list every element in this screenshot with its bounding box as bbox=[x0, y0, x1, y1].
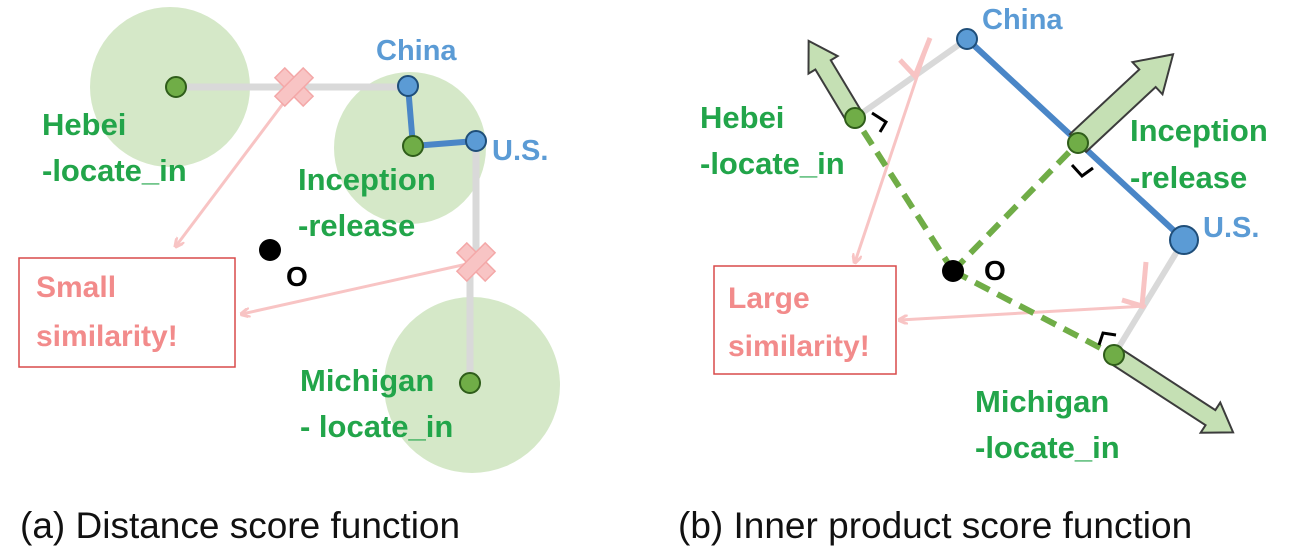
michigan-label-line2: -locate_in bbox=[975, 430, 1120, 465]
inception-node bbox=[402, 135, 424, 157]
origin-michigan-dashed bbox=[951, 268, 1116, 358]
inception-label-line2: -release bbox=[298, 208, 415, 243]
china-label: China bbox=[376, 35, 457, 67]
china-label: China bbox=[982, 4, 1063, 36]
origin-label: O bbox=[984, 255, 1006, 286]
michigan-label-line1: Michigan bbox=[975, 384, 1109, 419]
china-node bbox=[397, 75, 419, 97]
us-label: U.S. bbox=[492, 135, 548, 167]
hebei-china-link bbox=[853, 36, 969, 121]
inception-label-line1: Inception bbox=[1130, 113, 1268, 148]
hebei-label-line2: -locate_in bbox=[42, 153, 187, 188]
hebei-label-line1: Hebei bbox=[700, 100, 784, 135]
right-angle-mark bbox=[871, 111, 889, 133]
hebei-label-line2: -locate_in bbox=[700, 146, 845, 181]
small-similarity-box bbox=[18, 257, 236, 368]
origin-label: O bbox=[286, 261, 308, 292]
small-similarity-text-line1: Small bbox=[36, 271, 116, 304]
caption-b: (b) Inner product score function bbox=[678, 505, 1192, 546]
large-similarity-text-line2: similarity! bbox=[728, 330, 870, 363]
panel-b: China U.S. Hebei -locate_in Inception -r… bbox=[678, 4, 1268, 546]
hebei-label-line1: Hebei bbox=[42, 107, 126, 142]
inception-relation-arrow-icon bbox=[1068, 53, 1175, 154]
large-similarity-box bbox=[713, 265, 897, 375]
origin-inception-dashed bbox=[950, 140, 1081, 274]
projection-check-mark bbox=[1121, 261, 1149, 310]
origin-hebei-dashed bbox=[852, 116, 956, 273]
projection-check-mark bbox=[898, 37, 933, 81]
inception-node bbox=[1067, 132, 1089, 154]
hebei-node bbox=[844, 107, 866, 129]
us-michigan-link bbox=[1111, 238, 1187, 357]
us-node bbox=[1169, 225, 1199, 255]
cross-mark-icon bbox=[273, 66, 315, 108]
us-label: U.S. bbox=[1203, 212, 1259, 244]
us-node bbox=[465, 130, 487, 152]
small-similarity-text-line2: similarity! bbox=[36, 320, 178, 353]
michigan-label-line2: - locate_in bbox=[300, 409, 453, 444]
right-angle-mark bbox=[1097, 331, 1117, 346]
projection-to-box-arrow-2 bbox=[900, 304, 1147, 320]
cross-to-box-arrow-2 bbox=[242, 260, 477, 314]
china-node bbox=[956, 28, 978, 50]
inception-label-line2: -release bbox=[1130, 160, 1247, 195]
michigan-node bbox=[459, 372, 481, 394]
michigan-node bbox=[1103, 344, 1125, 366]
caption-a: (a) Distance score function bbox=[20, 505, 460, 546]
michigan-label-line1: Michigan bbox=[300, 363, 434, 398]
hebei-relation-arrow-icon bbox=[807, 39, 865, 125]
cross-to-box-arrow-1 bbox=[176, 88, 296, 246]
michigan-relation-arrow-icon bbox=[1107, 346, 1235, 434]
cross-mark-icon bbox=[455, 241, 497, 283]
right-angle-mark bbox=[1070, 163, 1094, 179]
large-similarity-text-line1: Large bbox=[728, 282, 810, 315]
inception-label-line1: Inception bbox=[298, 162, 436, 197]
origin-node bbox=[942, 260, 964, 282]
panel-a: China U.S. Hebei -locate_in Inception -r… bbox=[18, 7, 560, 546]
origin-node bbox=[259, 239, 281, 261]
hebei-node bbox=[165, 76, 187, 98]
